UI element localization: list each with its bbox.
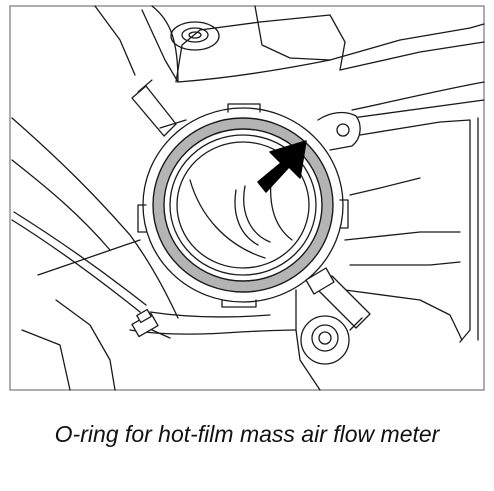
engine-bay-background	[11, 5, 485, 391]
lower-boss	[300, 315, 350, 365]
figure-caption: O-ring for hot-film mass air flow meter	[54, 421, 440, 447]
upper-boss	[170, 21, 220, 51]
direction-arrow	[257, 140, 307, 193]
figure-frame	[9, 5, 485, 391]
o-ring	[152, 117, 334, 293]
cable-connector	[11, 211, 171, 339]
